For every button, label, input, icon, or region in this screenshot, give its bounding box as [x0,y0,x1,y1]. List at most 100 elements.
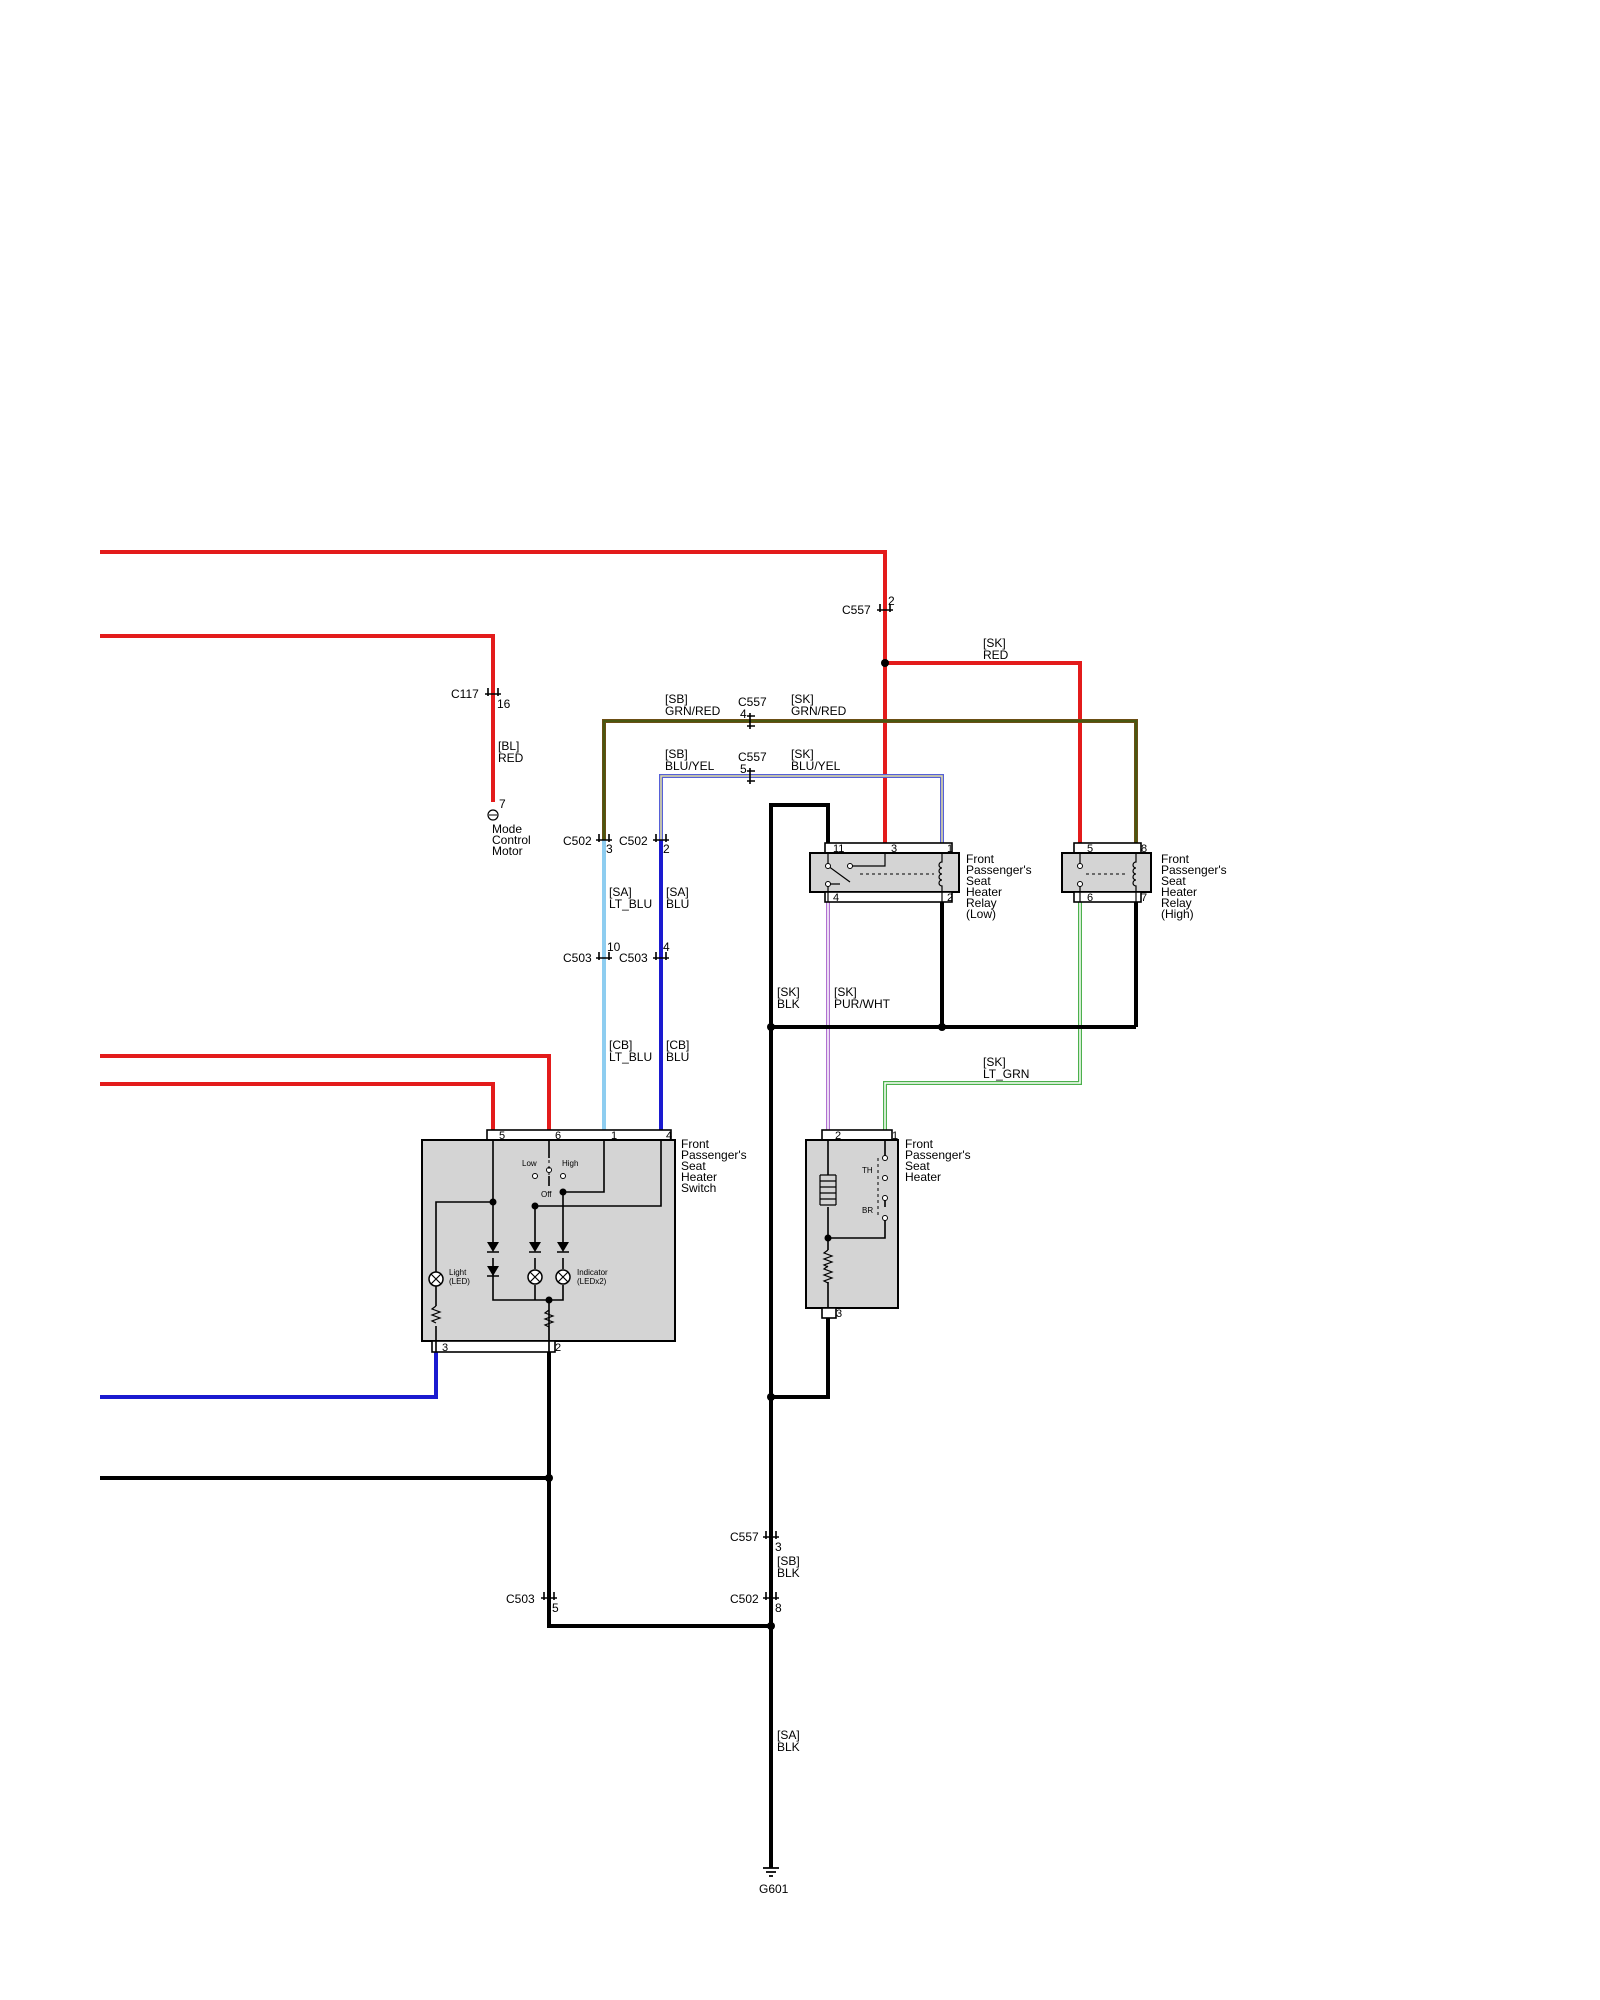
diode-icon [487,1242,499,1252]
wire-blk-relay-low-11 [769,803,830,1397]
relay-low-contact [825,881,831,887]
connector-c503-left-label: C503 [563,951,592,965]
connector-c502-bottom-pin: 8 [775,1601,782,1615]
connector-c557-bluyel-pin: 5 [740,762,747,776]
relay-high-label: Heater [1161,885,1197,899]
wire-label: [SA] [666,885,689,899]
wire-label: [SK] [983,1055,1006,1069]
connector-c557-bottom-symbol [763,1531,779,1539]
splice-dot [881,659,889,667]
relay-low-pin: 1 [947,843,953,855]
connector-c557-bottom-label: C557 [730,1530,759,1544]
splice-dot [545,1474,553,1482]
switch-junction [531,1202,539,1210]
connector-c502-right-symbol [653,834,669,842]
splice-dot [767,1622,775,1630]
wire-label: [SB] [777,1554,800,1568]
relay-high: 5 8 6 7 Front Passenger's Seat Heater Re… [1061,842,1227,921]
connector-c502-left-label: C502 [563,834,592,848]
connector-c503-bottom-symbol [541,1592,557,1600]
heater-header-bottom [821,1307,837,1319]
connector-c557-bluyel-symbol [747,768,755,784]
seat-heater-switch: 5 6 1 4 3 2 Low High Off [421,1129,747,1354]
relay-low-label: Passenger's [966,863,1032,877]
relay-high-pin: 6 [1087,892,1093,904]
connector-c502-right-pin: 2 [663,842,670,856]
heater-pin: 2 [835,1130,841,1142]
relay-low-pin: 2 [947,892,953,904]
wire-red-switch-6 [100,1054,551,1130]
wire-label: [SA] [609,885,632,899]
connector-c503-left-symbol [596,952,612,960]
wire-blu-left-feed [100,1352,438,1399]
connector-c502-bottom-symbol [763,1592,779,1600]
heater-th-label: TH [862,1166,873,1175]
wire-label: [SK] [791,747,814,761]
wire-label: LT_BLU [609,897,652,911]
wire-label: PUR/WHT [834,997,891,1011]
relay-high-body [1061,852,1152,893]
wire-label: LT_BLU [609,1050,652,1064]
heater-header-top [821,1129,893,1141]
switch-label: Seat [681,1159,706,1173]
relay-low-pin: 3 [891,843,897,855]
splice-dots [545,659,946,1630]
splice-dot [938,1023,946,1031]
relay-high-header-top [1073,842,1142,854]
wire-label: [BL] [498,739,519,753]
switch-label: Front [681,1137,710,1151]
wire-blu-yel [659,774,944,853]
wire-label: LT_GRN [983,1067,1029,1081]
wire-label: BLU/YEL [791,759,841,773]
relay-high-label: (High) [1161,907,1194,921]
connector-c503-right-label: C503 [619,951,648,965]
thermostat-contact [882,1215,888,1221]
motor-label: Motor [492,844,523,858]
wire-red-switch-5 [100,1082,495,1130]
relay-high-header-bottom [1073,891,1142,903]
switch-low-contact [532,1173,538,1179]
splice-dot [767,1023,775,1031]
resistor-icon [822,1249,834,1284]
relay-low-coil-icon [938,853,943,902]
indicator-label: Indicator [577,1268,608,1277]
switch-pin: 6 [555,1130,561,1142]
connector-c557-top-pin: 2 [888,594,895,608]
switch-label: Passenger's [681,1148,747,1162]
relay-high-label: Front [1161,852,1190,866]
switch-junction [559,1188,567,1196]
switch-low-label: Low [522,1159,537,1168]
switch-high-contact [560,1173,566,1179]
splice-dot [767,1393,775,1401]
relay-high-label: Passenger's [1161,863,1227,877]
wire-lt-grn-stripe [884,902,1081,1130]
wire-label: BLK [777,1566,800,1580]
relay-high-coil-icon [1132,853,1137,902]
connector-c503-right-pin: 4 [663,940,670,954]
wire-label: [SK] [791,692,814,706]
heater-pin: 1 [892,1130,898,1142]
wire-lt-grn [883,902,1082,1130]
motor-label: Mode [492,822,522,836]
connector-c503-right-symbol [653,952,669,960]
diode-icon [487,1266,499,1276]
connector-c117-pin: 16 [497,697,511,711]
heater-pin: 3 [836,1308,842,1320]
heater-label: Heater [905,1170,941,1184]
wire-label: [SB] [665,747,688,761]
wire-red-top [100,550,887,853]
relay-low-pin: 11 [833,843,844,855]
connector-c117-label: C117 [451,687,479,701]
connector-c502-left-pin: 3 [606,842,613,856]
indicator-label: (LEDx2) [577,1277,607,1286]
relay-low-label: Heater [966,885,1002,899]
switch-label: Switch [681,1181,716,1195]
indicator-led-icon [527,1269,543,1285]
motor-pin: 7 [499,797,506,811]
relay-high-pin: 7 [1141,892,1147,904]
switch-pin: 4 [666,1130,672,1142]
relay-high-pin: 5 [1087,843,1093,855]
light-led-icon [428,1271,444,1287]
wire-label: [CB] [609,1038,632,1052]
motor-label: Control [492,833,531,847]
